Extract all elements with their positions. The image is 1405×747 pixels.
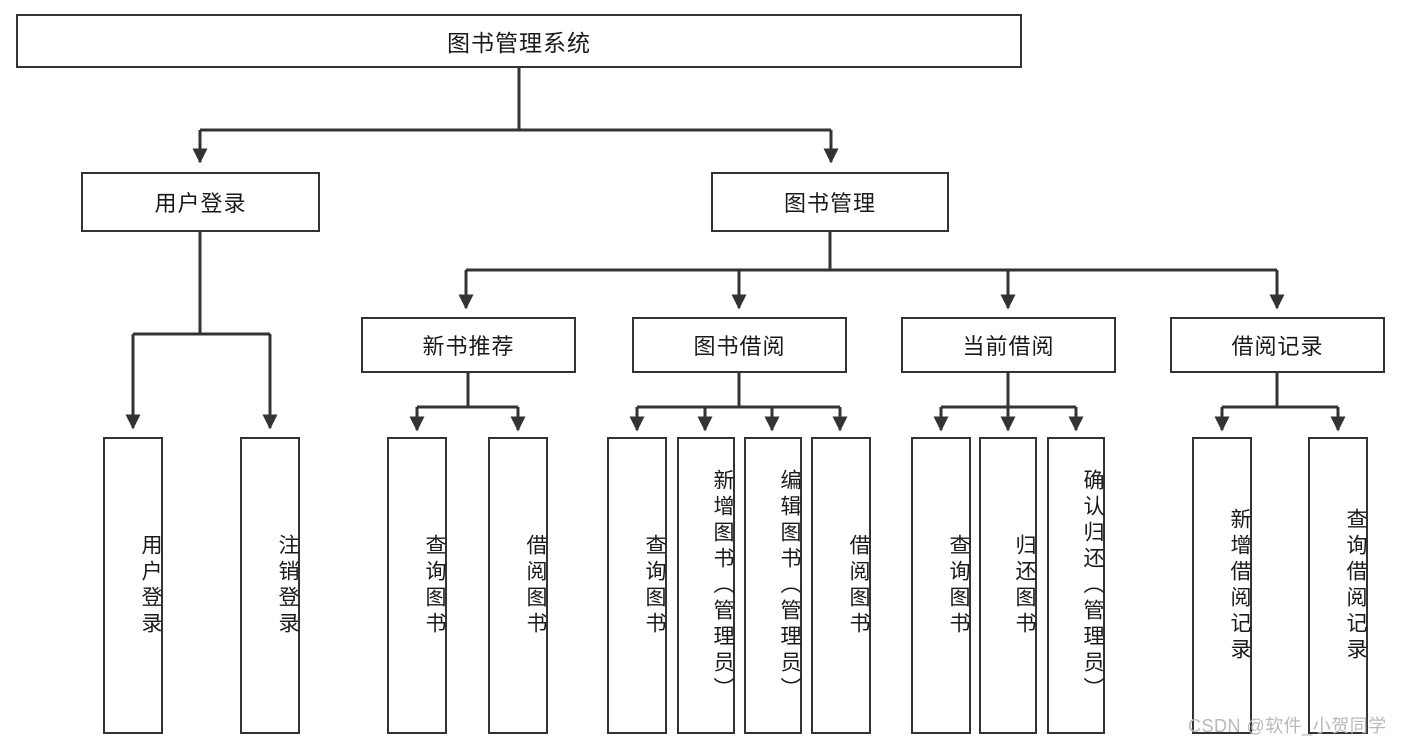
node-label: 查询图书 [423, 533, 446, 638]
leaf-add-book-admin[interactable]: 新增图书（管理员） [677, 437, 735, 734]
node-label: 查询图书 [947, 533, 970, 638]
leaf-add-borrow-record[interactable]: 新增借阅记录 [1192, 437, 1252, 734]
leaf-user-login[interactable]: 用户登录 [103, 437, 163, 734]
node-current-borrow[interactable]: 当前借阅 [901, 317, 1116, 373]
node-label: 借阅图书 [847, 533, 870, 638]
node-label: 当前借阅 [962, 334, 1055, 359]
node-book-borrow[interactable]: 图书借阅 [632, 317, 847, 373]
node-borrow-record[interactable]: 借阅记录 [1170, 317, 1385, 373]
leaf-return-book[interactable]: 归还图书 [979, 437, 1037, 734]
node-label: 查询图书 [643, 533, 666, 638]
node-label: 用户登录 [139, 533, 162, 638]
watermark-text: CSDN @软件_小贺同学 [1188, 716, 1387, 736]
leaf-logout[interactable]: 注销登录 [240, 437, 300, 734]
node-new-book-recommend[interactable]: 新书推荐 [361, 317, 576, 373]
node-label: 借阅记录 [1231, 334, 1324, 359]
leaf-borrow-book-recommend[interactable]: 借阅图书 [488, 437, 548, 734]
node-label: 新增图书（管理员） [711, 468, 734, 703]
node-book-management[interactable]: 图书管理 [711, 172, 949, 232]
leaf-borrow-book[interactable]: 借阅图书 [811, 437, 871, 734]
node-label: 编辑图书（管理员） [778, 468, 801, 703]
node-label: 确认归还（管理员） [1081, 468, 1104, 703]
node-label: 归还图书 [1013, 533, 1036, 638]
node-label: 注销登录 [276, 533, 299, 638]
node-label: 图书管理系统 [447, 30, 591, 56]
node-label: 图书管理 [783, 191, 876, 216]
leaf-confirm-return-admin[interactable]: 确认归还（管理员） [1047, 437, 1105, 734]
leaf-query-book-current[interactable]: 查询图书 [911, 437, 971, 734]
leaf-query-book-recommend[interactable]: 查询图书 [387, 437, 447, 734]
node-label: 查询借阅记录 [1344, 507, 1367, 664]
node-root-system[interactable]: 图书管理系统 [16, 14, 1022, 68]
leaf-query-book-borrow[interactable]: 查询图书 [607, 437, 667, 734]
leaf-query-borrow-record[interactable]: 查询借阅记录 [1308, 437, 1368, 734]
node-user-login[interactable]: 用户登录 [81, 172, 320, 232]
node-label: 新增借阅记录 [1228, 507, 1251, 664]
node-label: 新书推荐 [422, 334, 515, 359]
node-label: 用户登录 [154, 191, 247, 216]
node-label: 借阅图书 [524, 533, 547, 638]
leaf-edit-book-admin[interactable]: 编辑图书（管理员） [744, 437, 802, 734]
node-label: 图书借阅 [693, 334, 786, 359]
